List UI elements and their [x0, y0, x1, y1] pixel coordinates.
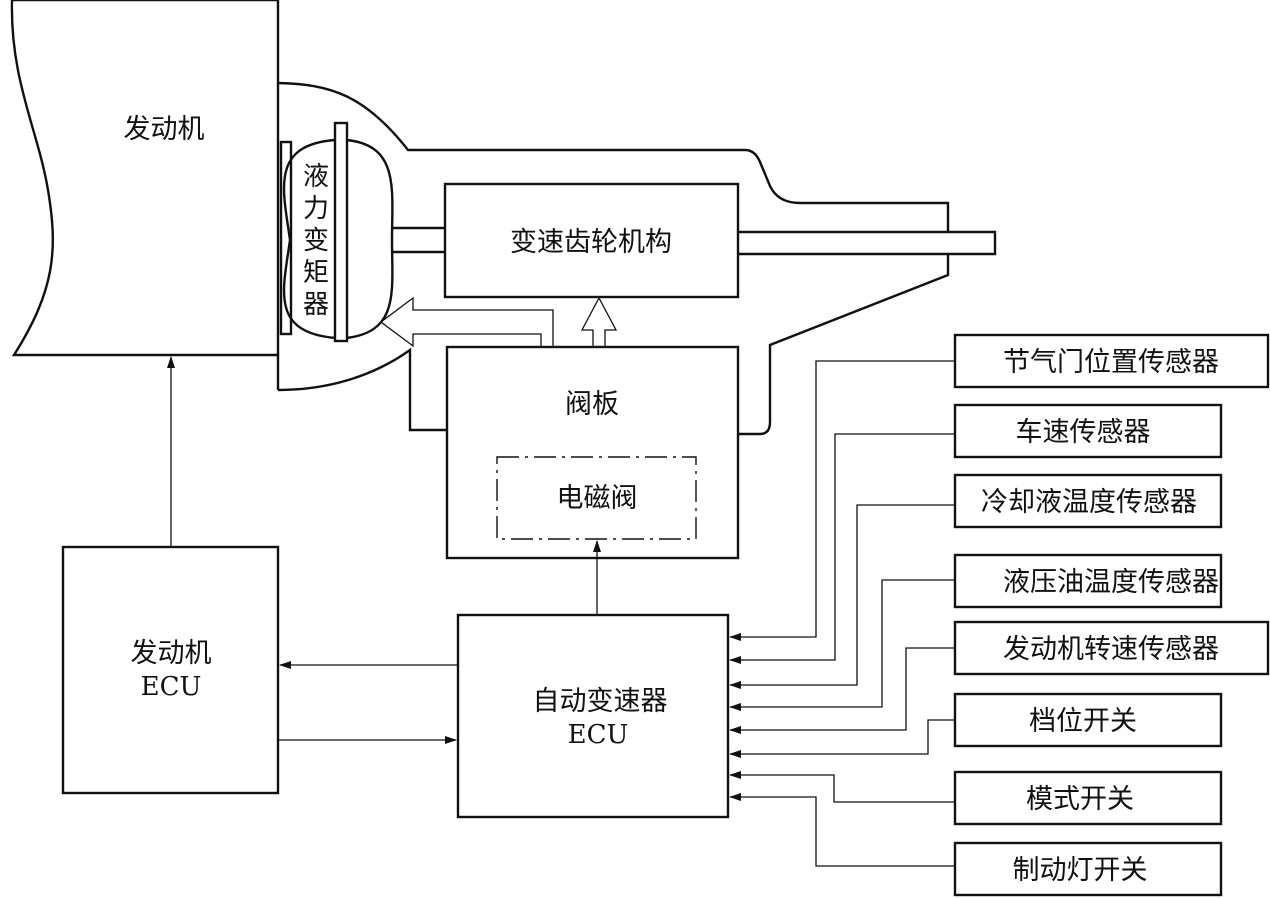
transmission-ecu-label: 自动变速器: [533, 686, 668, 717]
vehicle-speed-signal-line: [729, 433, 955, 664]
switch-box-brake-light: [953, 841, 1223, 897]
converter-turbine-plate: [333, 121, 349, 343]
transmission-housing-lower: [738, 254, 950, 436]
switch-box-mode: [953, 770, 1223, 826]
sensor-box-engine-speed: [953, 620, 1270, 676]
engine-ecu-box: [61, 545, 280, 795]
gear-position-signal-line: [729, 719, 955, 758]
bell-housing-lower: [277, 347, 447, 432]
sensor-label-vehicle-speed: 车速传感器: [1016, 417, 1151, 448]
solenoid-valve-box: [496, 456, 697, 540]
gear-mechanism-label: 变速齿轮机构: [510, 227, 672, 258]
gear-mechanism-box: [443, 182, 740, 299]
torque-converter-body-right: [345, 138, 394, 340]
engine-speed-signal-line: [729, 647, 955, 734]
hydraulic-arrow-to-converter: [379, 296, 554, 348]
engine-block: [10, 0, 280, 357]
engine-ecu-label-sub: ECU: [141, 672, 202, 702]
engine-ecu-label: 发动机: [131, 638, 212, 669]
torque-converter-label-char: 力: [303, 194, 329, 224]
sensor-box-vehicle-speed: [953, 403, 1223, 459]
mode-switch-signal-line: [729, 771, 955, 803]
output-shaft: [738, 230, 997, 256]
oil-temp-signal-line: [729, 579, 955, 711]
switch-label-gear-position: 档位开关: [1029, 706, 1137, 737]
throttle-signal-line: [729, 360, 955, 641]
sensor-box-hydraulic-oil-temp: [953, 553, 1223, 609]
valve-body-label: 阀板: [565, 389, 619, 420]
hydraulic-arrow-to-gears: [580, 296, 618, 347]
switch-label-brake-light: 制动灯开关: [1013, 855, 1148, 886]
engine-label: 发动机: [124, 114, 205, 145]
sensor-label-engine-speed: 发动机转速传感器: [1003, 634, 1219, 665]
torque-converter-body: [282, 138, 336, 340]
torque-converter-label-char: 变: [303, 226, 329, 256]
transmission-ecu-box: [456, 613, 730, 819]
sensor-box-coolant-temp: [953, 473, 1223, 529]
converter-flange: [279, 140, 293, 336]
valve-body-box: [445, 345, 740, 560]
torque-converter-label-char: 液: [303, 162, 329, 192]
sensor-label-coolant-temp: 冷却液温度传感器: [981, 487, 1197, 518]
transmission-ecu-label-sub: ECU: [568, 720, 629, 750]
brake-switch-signal-line: [729, 793, 955, 867]
transmission-housing-upper: [277, 81, 950, 232]
coolant-temp-signal-line: [729, 504, 955, 689]
solenoid-valve-label: 电磁阀: [557, 483, 638, 514]
switch-label-mode: 模式开关: [1026, 784, 1134, 815]
torque-converter-label-char: 器: [303, 290, 329, 320]
sensor-label-throttle-position: 节气门位置传感器: [1003, 347, 1219, 378]
sensor-label-hydraulic-oil-temp: 液压油温度传感器: [1003, 567, 1219, 598]
torque-converter-label-char: 矩: [303, 258, 329, 288]
